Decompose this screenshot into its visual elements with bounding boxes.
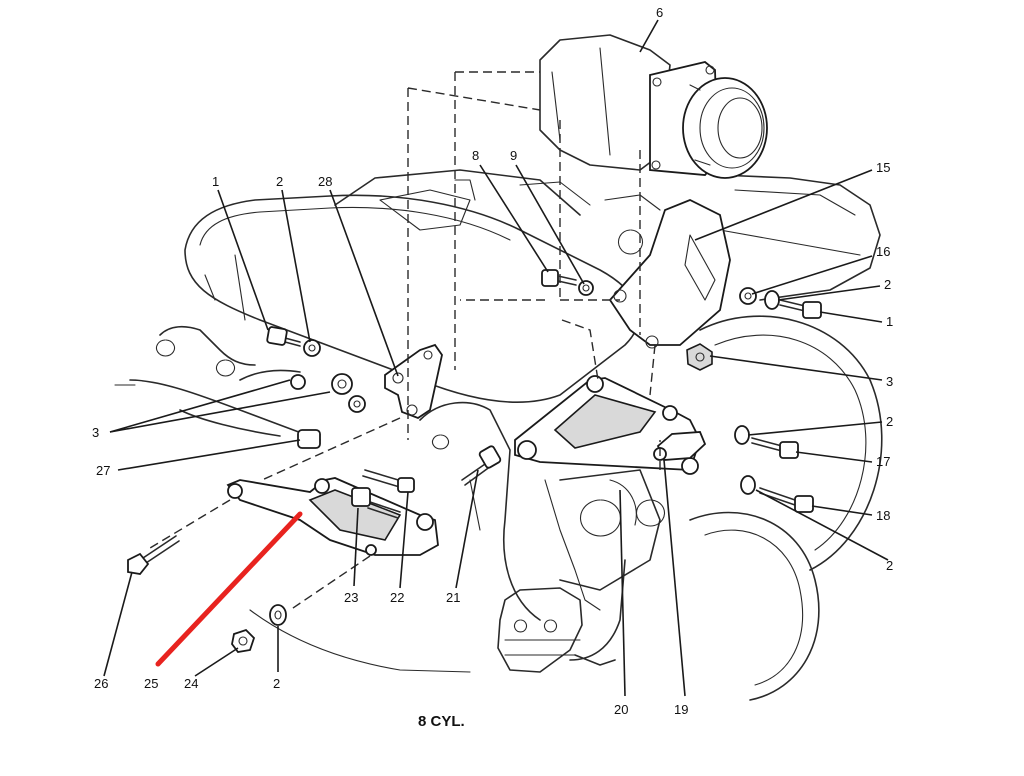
callout-label: 2 xyxy=(276,174,283,189)
callout-label: 2 xyxy=(884,277,891,292)
callout-label: 23 xyxy=(344,590,358,605)
callout-label: 26 xyxy=(94,676,108,691)
engine-block-drawing xyxy=(114,169,883,701)
callout-label: 20 xyxy=(614,702,628,717)
callout-label: 27 xyxy=(96,463,110,478)
callout-label: 24 xyxy=(184,676,198,691)
callout-label: 22 xyxy=(390,590,404,605)
callout-label: 1 xyxy=(212,174,219,189)
callout-label: 2 xyxy=(886,558,893,573)
callout-label: 18 xyxy=(876,508,890,523)
callout-label: 25 xyxy=(144,676,158,691)
callout-label: 8 xyxy=(472,148,479,163)
fasteners xyxy=(127,269,822,653)
callout-label: 19 xyxy=(674,702,688,717)
callout-label: 21 xyxy=(446,590,460,605)
callout-label: 16 xyxy=(876,244,890,259)
diagram-caption: 8 CYL. xyxy=(418,713,465,730)
assembly-lines xyxy=(149,71,661,611)
callout-label: 3 xyxy=(92,425,99,440)
callout-label: 28 xyxy=(318,174,332,189)
callout-label: 9 xyxy=(510,148,517,163)
callout-leaders xyxy=(103,19,889,697)
compressor-drawing xyxy=(539,34,768,179)
callout-label: 6 xyxy=(656,5,663,20)
callout-label: 3 xyxy=(886,374,893,389)
callout-label: 1 xyxy=(886,314,893,329)
callout-label: 17 xyxy=(876,454,890,469)
callout-label: 15 xyxy=(876,160,890,175)
callout-labels: 1 2 28 8 9 6 15 16 2 1 3 2 17 18 2 3 27 … xyxy=(92,5,893,717)
callout-label: 2 xyxy=(886,414,893,429)
callout-label: 2 xyxy=(273,676,280,691)
highlight-marker xyxy=(155,511,303,667)
